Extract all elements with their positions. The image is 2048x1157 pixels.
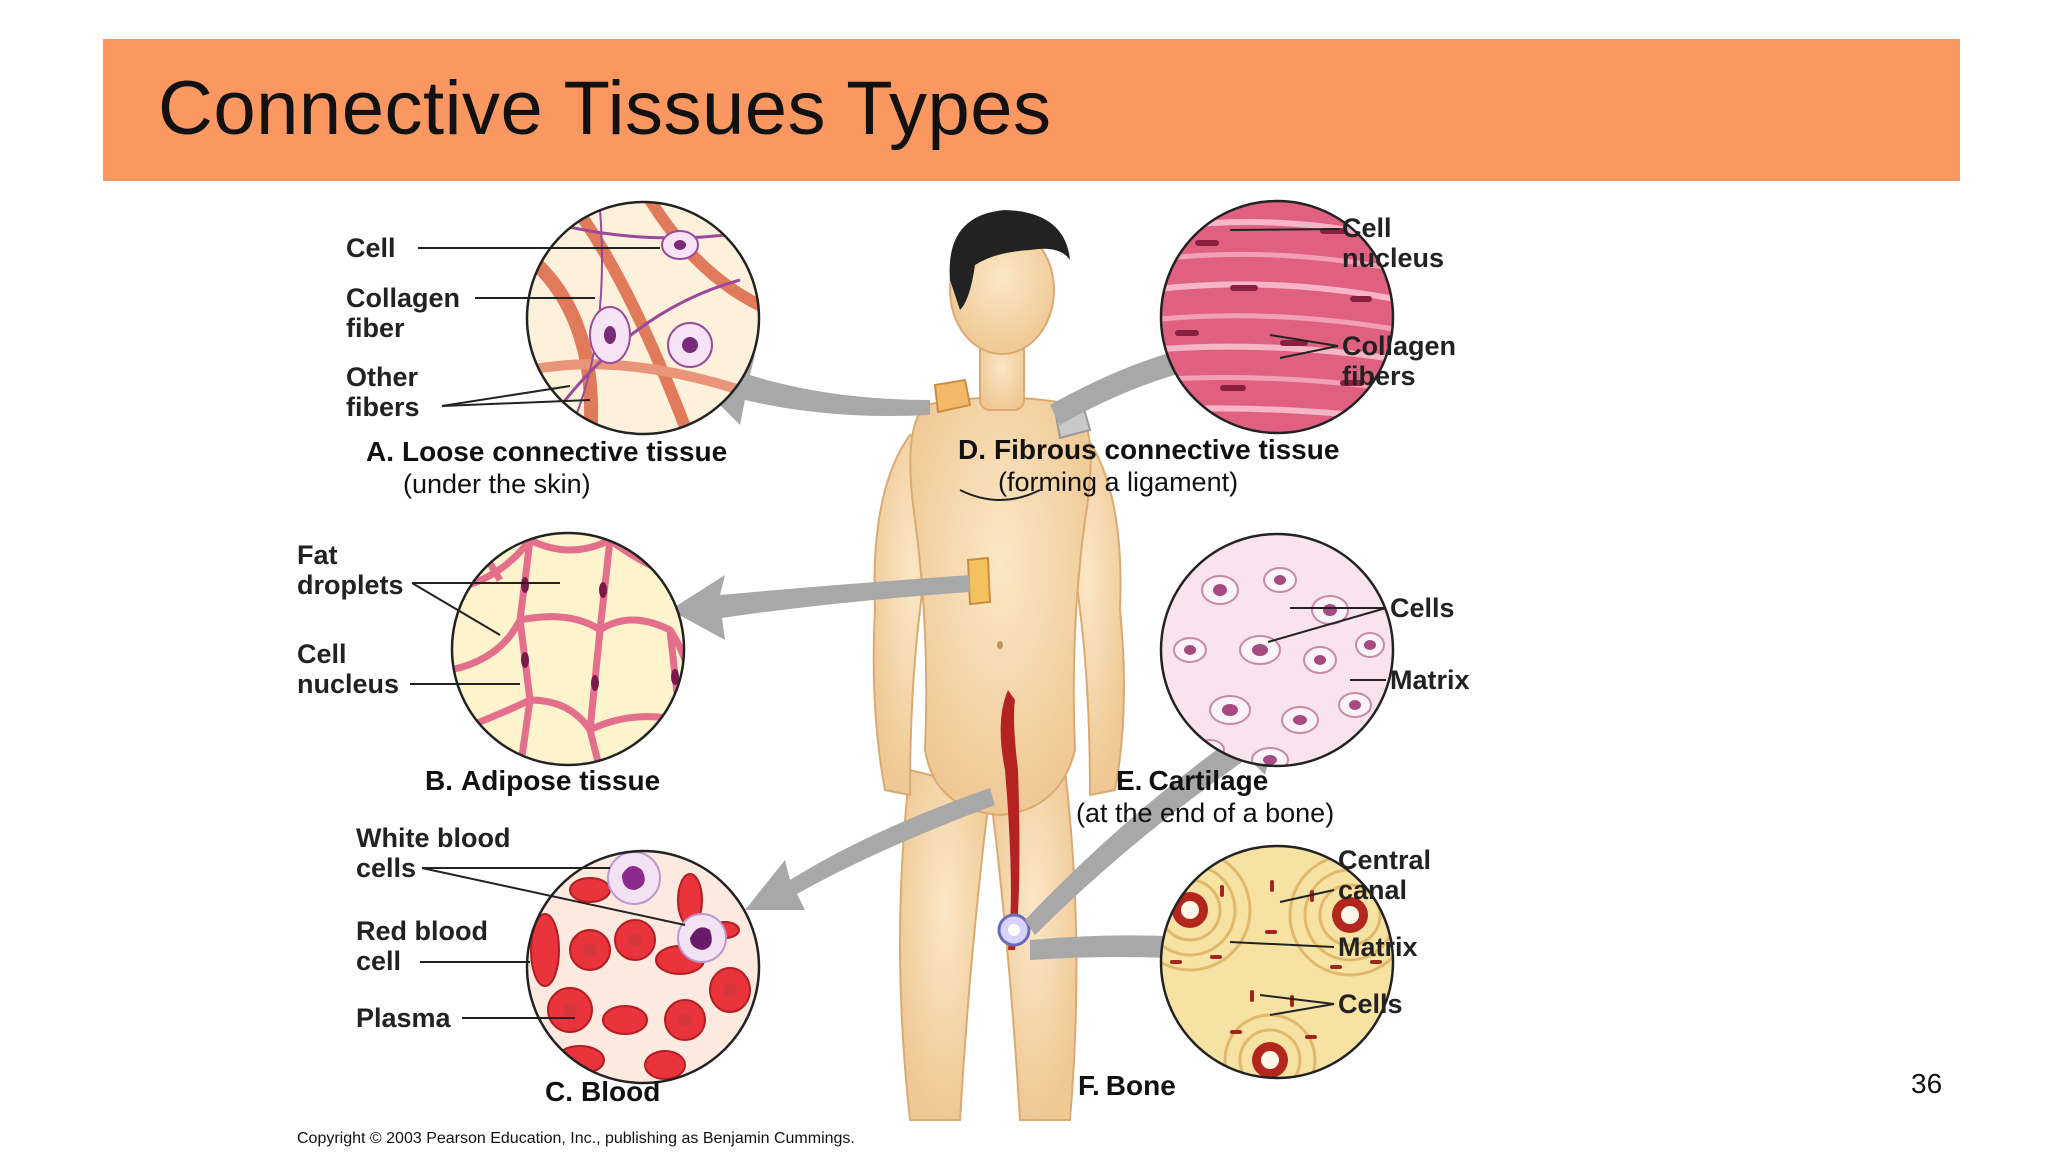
svg-text:A.Loose connective tissue: A. Loose connective tissue	[366, 436, 727, 467]
blood-circle	[525, 849, 761, 1085]
title-bar: Connective Tissues Types	[103, 39, 1960, 181]
adipose-tissue-circle	[450, 531, 686, 767]
svg-text:E.Cartilage: E.Cartilage	[1116, 765, 1268, 796]
label-matrix-e: Matrix	[1390, 665, 1470, 695]
label-cell-c: cell	[356, 946, 401, 976]
cartilage-circle	[1159, 532, 1395, 768]
loose-connective-tissue-circle	[525, 200, 761, 436]
label-cells-f: Cells	[1338, 989, 1403, 1019]
subcaption-ligament: (forming a ligament)	[998, 467, 1238, 497]
caption-cartilage: Cartilage	[1148, 765, 1268, 796]
caption-letter-e: E.	[1116, 765, 1142, 796]
label-droplets: droplets	[297, 570, 404, 600]
svg-text:C.Blood: C. Blood	[545, 1076, 660, 1107]
fibrous-labels: Cell nucleus Collagen fibers D. Fibrous c…	[958, 213, 1456, 497]
caption-letter-c: C.	[545, 1076, 573, 1107]
slide-title: Connective Tissues Types	[158, 66, 1052, 151]
caption-letter-f: F.	[1078, 1070, 1100, 1101]
caption-blood: Blood	[581, 1076, 660, 1107]
caption-loose-connective: Loose connective tissue	[402, 436, 727, 467]
label-canal: canal	[1338, 875, 1407, 905]
label-fibers-d: fibers	[1342, 361, 1416, 391]
adipose-labels: Fat droplets Cell nucleus B. Adipose tiss…	[297, 540, 660, 796]
label-cells-e: Cells	[1390, 593, 1455, 623]
caption-letter-b: B.	[425, 765, 453, 796]
label-fiber: fiber	[346, 313, 405, 343]
fibrous-connective-tissue-circle	[1159, 199, 1395, 435]
subcaption-end-of-bone: (at the end of a bone)	[1076, 798, 1334, 828]
label-red-blood: Red blood	[356, 916, 488, 946]
caption-adipose: Adipose tissue	[461, 765, 660, 796]
human-body-figure	[872, 210, 1125, 1121]
bone-circle	[1159, 844, 1395, 1080]
label-fat: Fat	[297, 540, 338, 570]
label-nucleus-d: nucleus	[1342, 243, 1444, 273]
label-nucleus-b: nucleus	[297, 669, 399, 699]
label-collagen-d: Collagen	[1342, 331, 1456, 361]
label-other: Other	[346, 362, 419, 392]
caption-fibrous-connective: Fibrous connective tissue	[994, 434, 1339, 465]
cartilage-labels: Cells Matrix E.Cartilage (at the end of …	[1076, 593, 1470, 828]
label-cell: Cell	[346, 233, 396, 263]
blood-labels: White blood cells Red blood cell Plasma …	[297, 823, 855, 1147]
caption-bone: Bone	[1106, 1070, 1176, 1101]
label-matrix-f: Matrix	[1338, 932, 1418, 962]
bone-labels: Central canal Matrix Cells F.Bone	[1078, 845, 1431, 1101]
subcaption-under-skin: (under the skin)	[403, 469, 591, 499]
connective-tissue-diagram: Cell Collagen fiber Other fibers A. Loose…	[270, 190, 1790, 1152]
loose-connective-labels: Cell Collagen fiber Other fibers A. Loose…	[346, 233, 727, 499]
svg-text:B.Adipose tissue: B. Adipose tissue	[425, 765, 660, 796]
svg-text:D.Fibrous connective tissue: D. Fibrous connective tissue	[958, 434, 1339, 465]
label-fibers: fibers	[346, 392, 420, 422]
label-cells-c: cells	[356, 853, 416, 883]
label-central: Central	[1338, 845, 1431, 875]
caption-letter-d: D.	[958, 434, 986, 465]
caption-letter-a: A.	[366, 436, 394, 467]
label-white-blood: White blood	[356, 823, 510, 853]
copyright-notice: Copyright © 2003 Pearson Education, Inc.…	[297, 1130, 855, 1147]
label-cell-b: Cell	[297, 639, 347, 669]
svg-text:F.Bone: F.Bone	[1078, 1070, 1176, 1101]
label-cell-d: Cell	[1342, 213, 1392, 243]
label-plasma: Plasma	[356, 1003, 452, 1033]
page-number: 36	[1911, 1068, 1943, 1099]
label-collagen: Collagen	[346, 283, 460, 313]
